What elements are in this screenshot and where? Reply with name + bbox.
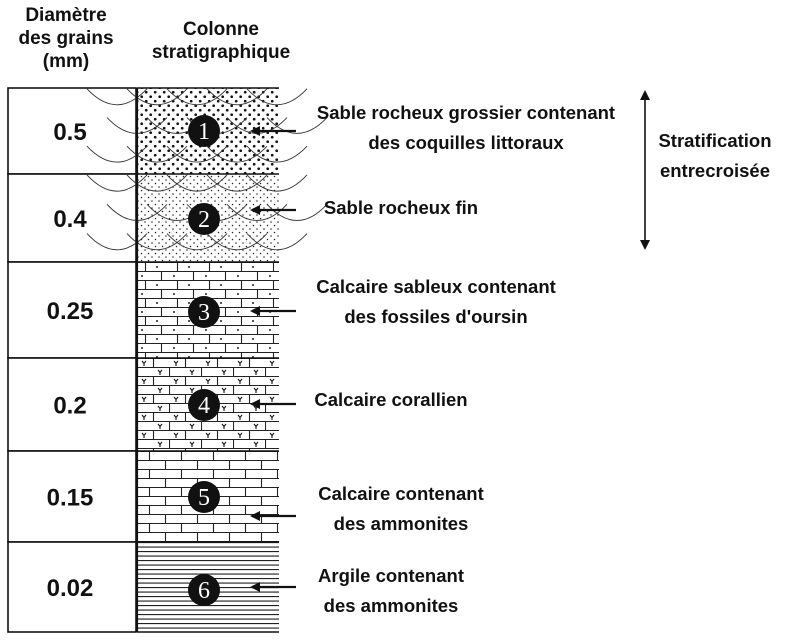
layer-1-description: Sable rocheux grossier contenant des coq… (296, 98, 636, 158)
grain-size-header-line-1: Diamètre (25, 5, 107, 26)
layer-1-description-line-2: des coquilles littoraux (368, 132, 564, 153)
layer-1-number: 1 (198, 119, 210, 145)
layer-6-description-line-1: Argile contenant (318, 565, 464, 586)
layer-3-number: 3 (198, 300, 210, 326)
layer-4-description-line-1: Calcaire corallien (314, 389, 468, 410)
layer-6-number: 6 (198, 578, 210, 604)
grain-size-cell-6 (7, 541, 137, 633)
cross-bedding-label-line-1: Stratification (658, 130, 772, 151)
layer-4-number-badge (188, 389, 220, 421)
grain-size-value-3: 0.25 (47, 298, 94, 325)
layer-3-description: Calcaire sableux contenant des fossiles … (296, 272, 576, 332)
layer-3-description-line-1: Calcaire sableux contenant (316, 276, 556, 297)
column-header: Colonne stratigraphique (136, 18, 306, 64)
grain-size-cell-3 (7, 261, 137, 359)
layer-2-description-line-1: Sable rocheux fin (323, 197, 479, 218)
grain-size-value-6: 0.02 (47, 575, 94, 602)
layer-6-description: Argile contenant des ammonites (296, 561, 486, 621)
grain-size-value-1: 0.5 (53, 119, 86, 146)
layer-1-number-badge (188, 115, 220, 147)
layer-2-number-badge (188, 203, 220, 235)
cross-bedding-label-line-2: entrecroisée (659, 160, 771, 181)
grain-size-cell-4 (7, 357, 137, 452)
grain-size-cell-5 (7, 450, 137, 543)
layer-5-description-line-2: des ammonites (333, 513, 469, 534)
layer-1-description-line-1: Sable rocheux grossier contenant (316, 102, 616, 123)
layer-3-description-line-2: des fossiles d'oursin (344, 306, 528, 327)
layer-5-number: 5 (198, 485, 210, 511)
column-header-line-2: stratigraphique (151, 42, 291, 63)
grain-size-value-2: 0.4 (53, 206, 87, 233)
layer-6-number-badge (188, 574, 220, 606)
grain-size-cell-2 (7, 173, 137, 263)
layer-5-description: Calcaire contenant des ammonites (296, 479, 506, 539)
layer-4-number: 4 (198, 393, 210, 419)
layer-2-description: Sable rocheux fin (296, 193, 506, 223)
column-header-line-1: Colonne (183, 19, 259, 40)
grain-size-header-line-2: des grains (18, 28, 114, 49)
bracket-arrowhead-up (640, 90, 650, 100)
layer-2-number: 2 (198, 207, 210, 233)
layer-3-number-badge (188, 296, 220, 328)
bracket-arrowhead-down (640, 240, 650, 250)
grain-size-header: Diamètre des grains (mm) (0, 4, 132, 73)
grain-size-header-line-3: (mm) (42, 51, 90, 72)
grain-size-value-5: 0.15 (47, 485, 94, 512)
cross-bedding-label: Stratification entrecroisée (650, 126, 780, 186)
layer-5-number-badge (188, 481, 220, 513)
layer-6-description-line-2: des ammonites (323, 595, 459, 616)
layer-5-description-line-1: Calcaire contenant (318, 483, 484, 504)
grain-size-value-4: 0.2 (53, 393, 86, 420)
layer-4-description: Calcaire corallien (296, 385, 486, 415)
layer-1-cross-bedding (86, 88, 328, 163)
